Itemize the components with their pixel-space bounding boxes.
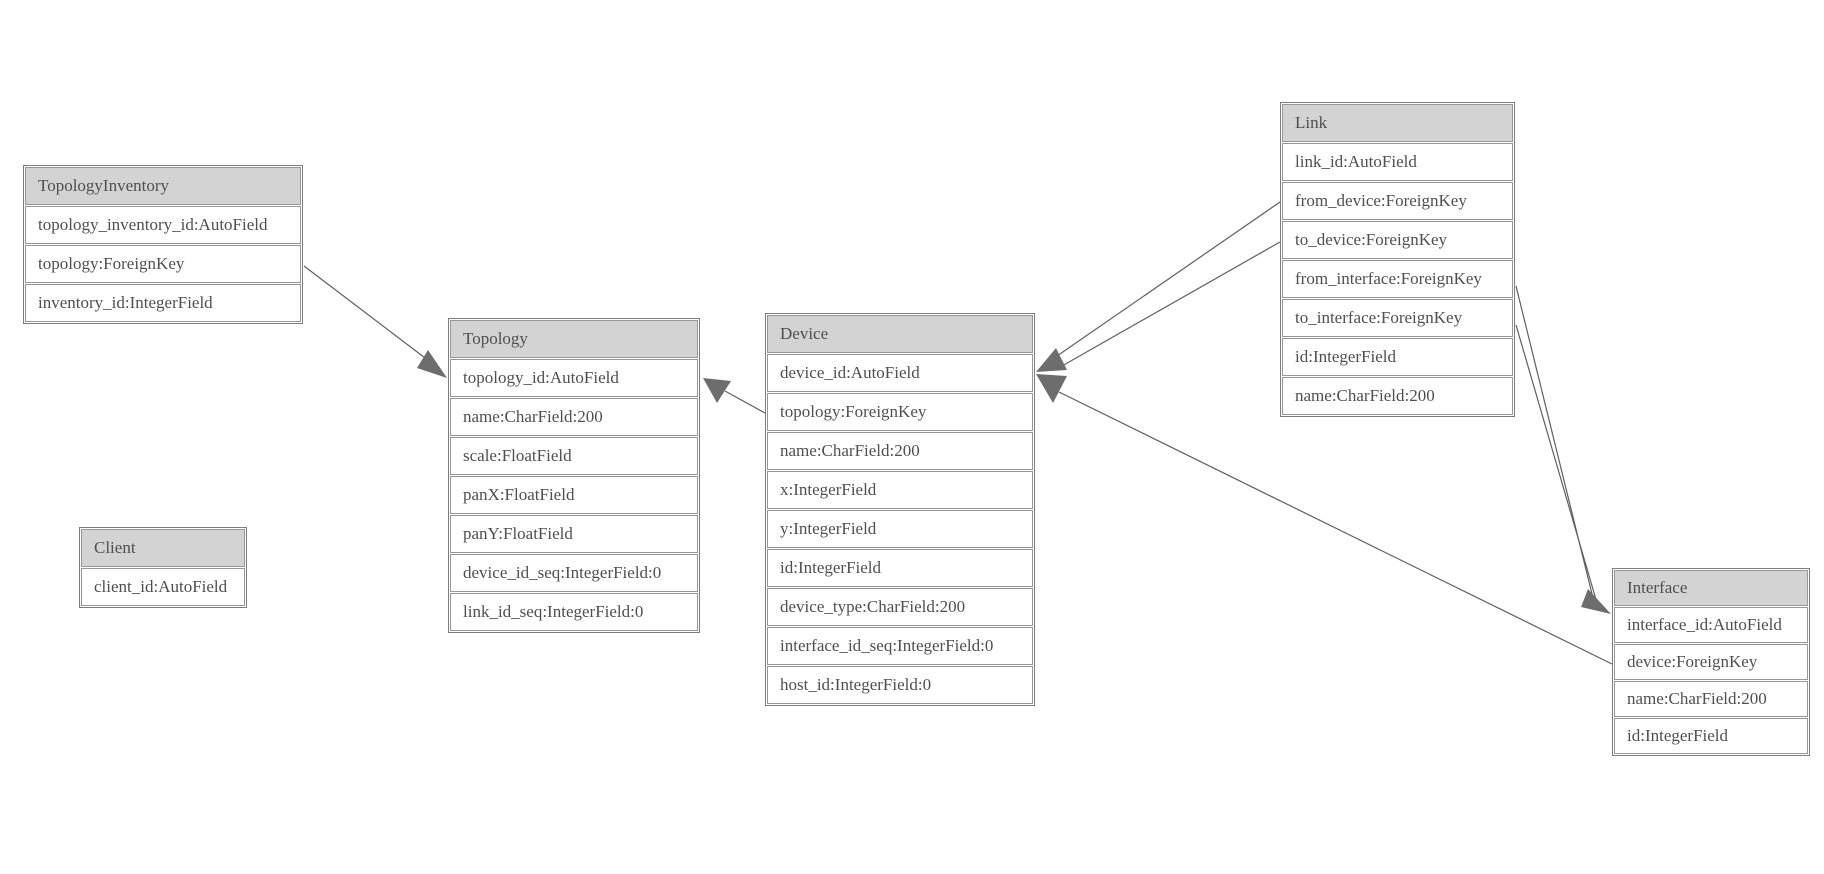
- edge-topologyinventory-topology: [303, 265, 434, 365]
- arrowhead-near-topology-right: [703, 378, 731, 403]
- entity-field-topologyinventory-1: topology:ForeignKey: [25, 245, 301, 283]
- entity-field-link-5: id:IntegerField: [1282, 338, 1513, 376]
- entity-field-topology-0: topology_id:AutoField: [450, 359, 698, 397]
- edge-link-fromdevice-device: [1056, 201, 1281, 357]
- entity-field-device-7: interface_id_seq:IntegerField:0: [767, 627, 1033, 665]
- arrowhead-into-topology-left: [417, 350, 447, 378]
- entity-field-link-2: to_device:ForeignKey: [1282, 221, 1513, 259]
- entity-title-link: Link: [1282, 104, 1513, 142]
- entity-field-topology-3: panX:FloatField: [450, 476, 698, 514]
- entity-field-topology-2: scale:FloatField: [450, 437, 698, 475]
- edge-device-topology: [724, 390, 766, 414]
- entity-field-link-4: to_interface:ForeignKey: [1282, 299, 1513, 337]
- entity-field-device-3: x:IntegerField: [767, 471, 1033, 509]
- entity-field-interface-0: interface_id:AutoField: [1614, 607, 1808, 643]
- entity-title-device: Device: [767, 315, 1033, 353]
- entity-title-client: Client: [81, 529, 245, 567]
- entity-field-topologyinventory-2: inventory_id:IntegerField: [25, 284, 301, 322]
- entity-field-device-1: topology:ForeignKey: [767, 393, 1033, 431]
- edge-link-tointerface-interface: [1515, 324, 1598, 604]
- entity-field-link-3: from_interface:ForeignKey: [1282, 260, 1513, 298]
- entity-field-device-8: host_id:IntegerField:0: [767, 666, 1033, 704]
- entity-field-device-2: name:CharField:200: [767, 432, 1033, 470]
- edge-interface-device: [1058, 391, 1613, 665]
- entity-field-interface-3: id:IntegerField: [1614, 718, 1808, 754]
- entity-field-interface-2: name:CharField:200: [1614, 681, 1808, 717]
- edge-link-todevice-device: [1061, 241, 1281, 367]
- entity-field-device-4: y:IntegerField: [767, 510, 1033, 548]
- entity-field-interface-1: device:ForeignKey: [1614, 644, 1808, 680]
- entity-title-interface: Interface: [1614, 570, 1808, 606]
- arrowhead-into-device-lower: [1036, 374, 1067, 403]
- arrowhead-into-interface: [1581, 589, 1611, 614]
- entity-field-link-6: name:CharField:200: [1282, 377, 1513, 415]
- entity-field-topology-1: name:CharField:200: [450, 398, 698, 436]
- entity-field-device-0: device_id:AutoField: [767, 354, 1033, 392]
- entity-field-topologyinventory-0: topology_inventory_id:AutoField: [25, 206, 301, 244]
- entity-field-link-1: from_device:ForeignKey: [1282, 182, 1513, 220]
- entity-title-topology: Topology: [450, 320, 698, 358]
- entity-title-topologyinventory: TopologyInventory: [25, 167, 301, 205]
- entity-field-link-0: link_id:AutoField: [1282, 143, 1513, 181]
- entity-field-topology-5: device_id_seq:IntegerField:0: [450, 554, 698, 592]
- entity-field-topology-4: panY:FloatField: [450, 515, 698, 553]
- arrowhead-into-device-upper: [1036, 348, 1067, 372]
- entity-field-device-6: device_type:CharField:200: [767, 588, 1033, 626]
- entity-field-topology-6: link_id_seq:IntegerField:0: [450, 593, 698, 631]
- entity-field-device-5: id:IntegerField: [767, 549, 1033, 587]
- entity-field-client-0: client_id:AutoField: [81, 568, 245, 606]
